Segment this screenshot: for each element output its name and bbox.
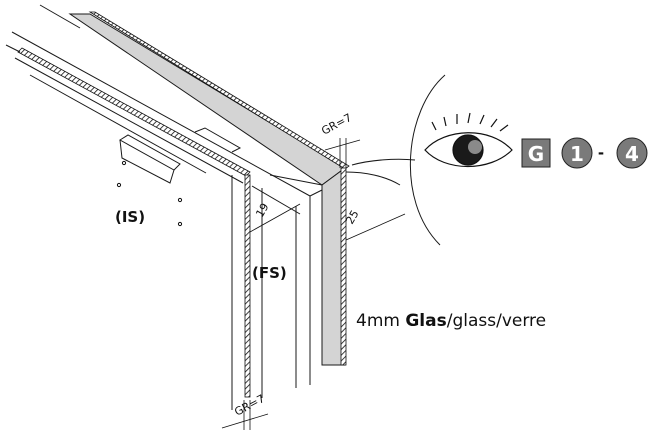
glass-edge-hatch-top (88, 11, 350, 170)
frame-hatch-diagonal (17, 47, 251, 177)
view-badge-1-text: 1 (570, 142, 584, 166)
dim-19: 19 (249, 201, 301, 233)
sightline-arc-inner2 (345, 171, 401, 186)
dim-gr-bottom: GR=7 (221, 392, 269, 430)
view-badge-g: G (521, 138, 551, 168)
glass-caption-bold: Glas (405, 311, 446, 331)
label-inner-sash: (IS) (115, 208, 145, 226)
dim-25: 25 (343, 208, 406, 241)
profile-lines (5, 4, 323, 410)
glass-caption-rest: /glass/verre (447, 311, 546, 331)
dim-25-label: 25 (343, 208, 361, 227)
glass-caption: 4mm Glas/glass/verre (356, 311, 546, 331)
dim-gr-top-label: GR=7 (319, 111, 354, 138)
view-badge-g-text: G (528, 142, 544, 166)
sightline-arc-inner (351, 158, 416, 166)
eye-icon (424, 112, 513, 167)
frame-hatch-vertical (244, 174, 251, 398)
glass-edge-hatch-vertical (340, 167, 347, 366)
label-frame-sash: (FS) (252, 264, 287, 282)
glass-caption-prefix: 4mm (356, 311, 405, 331)
view-badge-dash: - (598, 144, 604, 162)
screw-holes (116, 160, 183, 227)
view-badge-4-text: 4 (625, 142, 639, 166)
sightline-arc-outer (409, 74, 446, 246)
view-badge-1: 1 (561, 137, 593, 169)
dim-19-label: 19 (253, 201, 271, 220)
view-badge-4: 4 (616, 137, 648, 169)
